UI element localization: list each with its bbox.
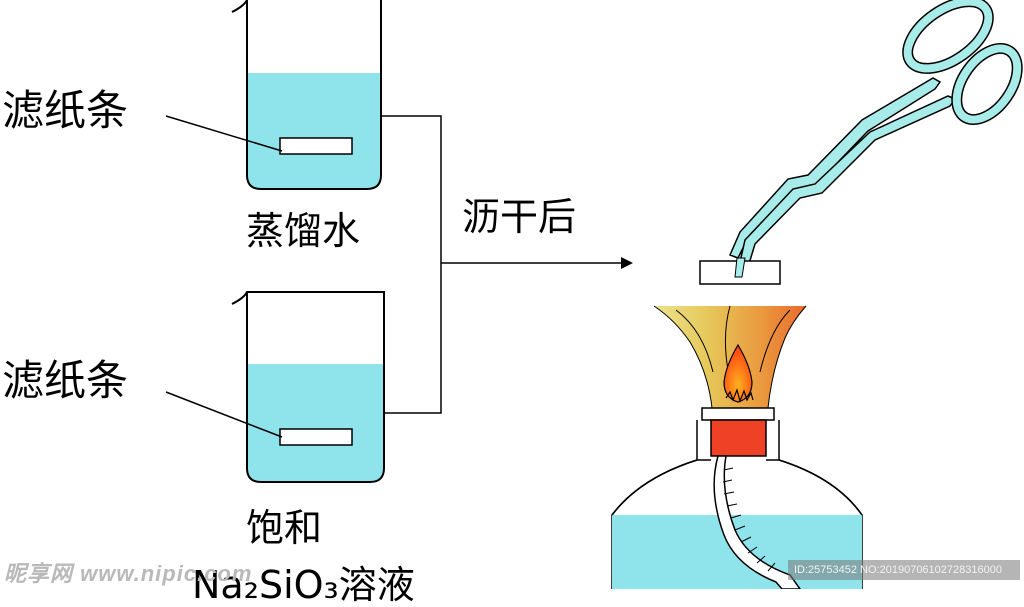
connector-arrow — [381, 115, 633, 414]
label-saturated: 饱和 — [246, 506, 323, 550]
beaker-distilled-water — [165, 0, 382, 190]
crucible-tongs — [699, 0, 1023, 285]
beaker-top-outline — [231, 0, 382, 190]
lamp-cap-ring — [701, 407, 775, 421]
beaker-bottom-outline — [231, 291, 385, 483]
pointer-line-bottom — [165, 391, 283, 438]
pointer-line-top — [165, 115, 283, 152]
filter-strip-top — [279, 137, 353, 155]
tongs-arm-upper — [728, 77, 942, 259]
watermark-left: 昵享网 www.nipic.com — [4, 561, 253, 586]
label-distilled-water: 蒸馏水 — [246, 209, 361, 253]
label-filter-strip-bottom: 滤纸条 — [2, 356, 129, 405]
tongs-arm-lower — [736, 95, 957, 278]
lamp-wick-holder — [710, 419, 767, 457]
beaker-silicate-solution — [165, 291, 385, 483]
label-filter-strip-top: 滤纸条 — [2, 86, 129, 135]
beaker-bottom-water — [247, 364, 384, 482]
outer-flame — [654, 306, 806, 408]
label-after-drain: 沥干后 — [462, 195, 577, 239]
filter-strip-bottom — [279, 428, 353, 446]
burner-flame — [653, 305, 807, 409]
watermark-right: ID:25753452 NO:20190706102728316000 — [788, 560, 1020, 580]
beaker-top-water — [247, 73, 381, 189]
inner-flame — [723, 343, 753, 403]
experiment-diagram — [165, 0, 1023, 590]
